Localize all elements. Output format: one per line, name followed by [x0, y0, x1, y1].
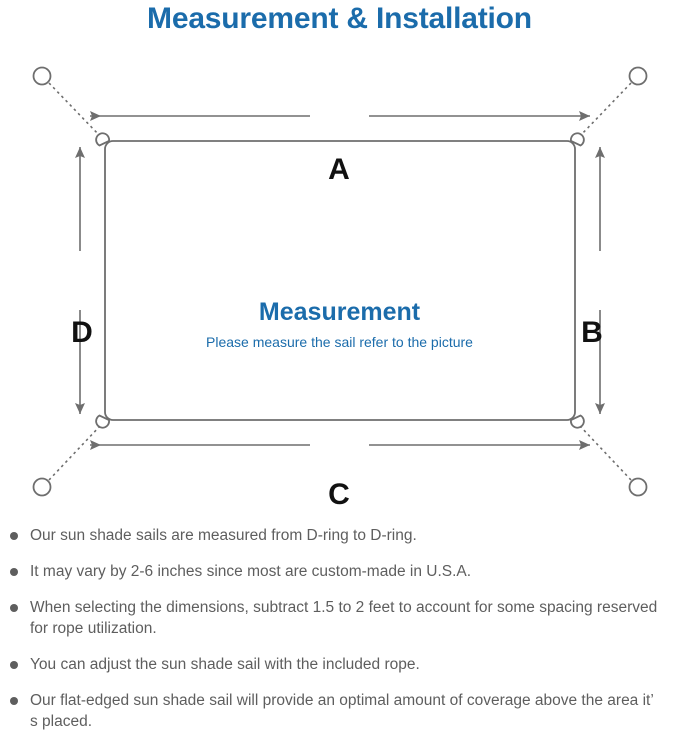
list-item: Our sun shade sails are measured from D-… [0, 525, 665, 546]
d-ring-bottom-left [95, 414, 110, 429]
bullet-icon [10, 604, 18, 612]
anchor-point-top-right [628, 66, 648, 86]
measurement-center-subtitle: Please measure the sail refer to the pic… [206, 334, 473, 350]
bullet-icon [10, 661, 18, 669]
anchor-point-top-left [32, 66, 52, 86]
bullet-icon [10, 568, 18, 576]
list-item-text: You can adjust the sun shade sail with t… [30, 656, 420, 673]
sun-shade-sail-measurement-diagram: Measurement Please measure the sail refe… [0, 55, 679, 515]
dimension-label-a: A [328, 153, 350, 186]
list-item-text: Our sun shade sails are measured from D-… [30, 527, 417, 544]
list-item: Our flat-edged sun shade sail will provi… [0, 690, 665, 732]
bullet-icon [10, 532, 18, 540]
list-item-text: It may vary by 2-6 inches since most are… [30, 563, 472, 580]
d-rings [95, 132, 585, 429]
bullet-icon [10, 697, 18, 705]
measurement-center-title: Measurement [258, 298, 421, 326]
sail-rectangle [104, 140, 576, 421]
diagram-svg [32, 66, 648, 497]
list-item-text: Our flat-edged sun shade sail will provi… [30, 692, 654, 730]
notes-list: Our sun shade sails are measured from D-… [0, 525, 679, 732]
list-item: It may vary by 2-6 inches since most are… [0, 561, 665, 582]
anchor-points [32, 66, 648, 497]
anchor-point-bottom-left [32, 477, 52, 497]
anchor-point-bottom-right [628, 477, 648, 497]
page-title: Measurement & Installation [147, 2, 532, 35]
list-item: When selecting the dimensions, subtract … [0, 597, 665, 639]
d-ring-top-left [95, 132, 110, 147]
dimension-label-b: B [581, 316, 603, 349]
d-ring-top-right [570, 132, 585, 147]
rope-line-top-left [48, 82, 101, 137]
rope-line-bottom-left [48, 425, 101, 481]
dimension-label-c: C [328, 478, 350, 511]
d-ring-bottom-right [570, 414, 585, 429]
dimension-label-d: D [71, 316, 93, 349]
list-item: You can adjust the sun shade sail with t… [0, 654, 665, 675]
list-item-text: When selecting the dimensions, subtract … [30, 599, 658, 637]
rope-line-top-right [579, 82, 632, 137]
rope-lines [48, 82, 632, 481]
rope-line-bottom-right [579, 425, 632, 481]
